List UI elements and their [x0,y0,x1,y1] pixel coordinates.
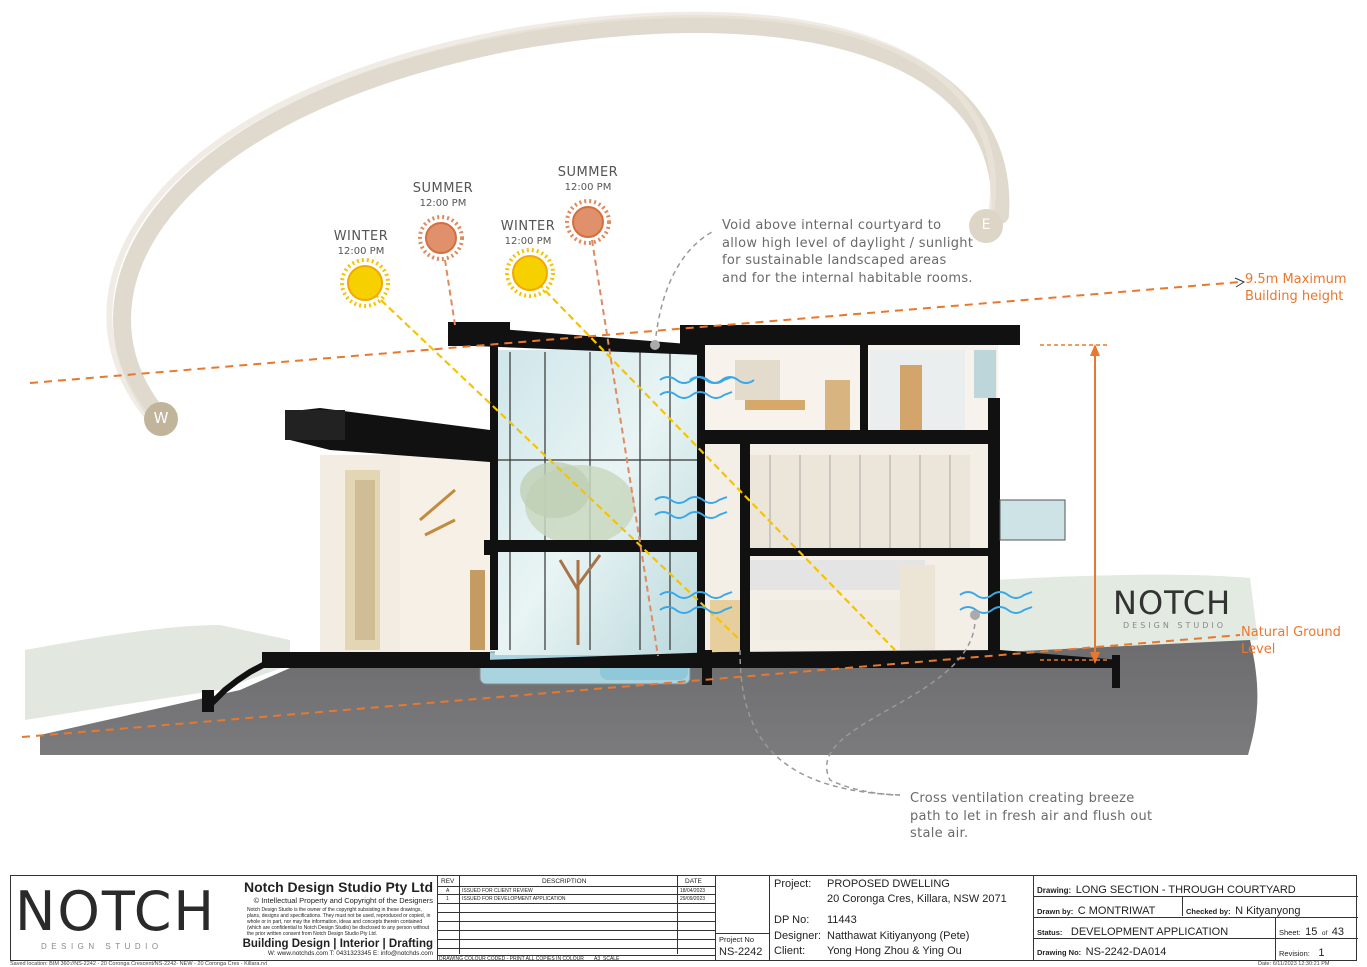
revision-field: Revision: 1 [1279,947,1325,959]
void-note: Void above internal courtyard to allow h… [722,218,974,286]
paper-size: A3 [594,956,601,962]
client-label: Client: [774,945,806,957]
drawn-by: C MONTRIWAT [1077,905,1156,917]
designer-label: Designer: [774,930,822,942]
colour-note: DRAWING COLOUR CODED - PRINT ALL COPIES … [439,956,584,962]
checked-by: N Kityanyong [1235,905,1301,917]
sun-icon-summer-right [565,199,611,245]
status-value: DEVELOPMENT APPLICATION [1070,926,1229,938]
logo-brand: NOTCH [15,880,217,943]
compass-west-disc [144,402,178,436]
copyright: © Intellectual Property and Copyright of… [253,896,433,905]
designer-name: Natthawat Kitiyanyong (Pete) [827,930,970,942]
max-height-line [29,281,1241,384]
drawing-title: LONG SECTION - THROUGH COURTYARD [1075,884,1296,896]
ground-level-line [21,634,1241,738]
sun-label-time: 12:00 PM [564,182,612,193]
drawing-number: NS-2242-DA014 [1085,946,1167,958]
sheet-total: 43 [1331,926,1344,938]
sun-label-season: SUMMER [557,165,619,180]
drawn-by-field: Drawn by: C MONTRIWAT [1037,905,1156,917]
breeze-arrows [654,376,1033,614]
compass-east-label: E [981,217,991,233]
disclaimer: Notch Design Studio is the owner of the … [247,907,431,937]
sun-label-time: 12:00 PM [419,198,467,209]
date-header: DATE [685,878,702,885]
ventilation-note: Cross ventilation creating breeze path t… [910,791,1153,841]
sun-icon-winter-right [505,248,555,298]
watermark-sub: DESIGN STUDIO [1123,621,1227,630]
revision-table: REV DESCRIPTION DATE A ISSUED FOR CLIENT… [437,876,715,962]
section-drawing [21,11,1258,796]
dp-number: 11443 [827,914,857,926]
compass-east-disc [969,209,1003,243]
sun-label-time: 12:00 PM [337,246,385,257]
section-diagram: W E WINTER 12:00 PM SUMMER 12:00 PM WINT… [21,11,1347,841]
revision-date: 18/04/2023 [680,888,706,894]
revision-description: ISSUED FOR CLIENT REVIEW [462,888,533,894]
description-header: DESCRIPTION [542,878,587,885]
dp-label: DP No: [774,914,810,926]
client-name: Yong Hong Zhou & Ying Ou [827,945,962,957]
project-address: 20 Coronga Cres, Killara, NSW 2071 [827,893,1007,905]
max-height-label: 9.5m Maximum Building height [1245,272,1347,304]
sun-label-season: SUMMER [412,181,474,196]
revision-rev: A [446,888,450,894]
sun-path-arc [113,15,1010,427]
sun-label-time: 12:00 PM [504,236,552,247]
revision-description: ISSUED FOR DEVELOPMENT APPLICATION [462,896,566,902]
saved-location: Saved location: BIM 360://NS-2242 - 20 C… [10,961,268,967]
watermark-brand: NOTCH [1113,584,1232,622]
landscape-right [995,574,1258,652]
landscape-left [25,625,290,720]
print-date: Date: 6/11/2023 12:30:21 PM [1258,961,1330,967]
sheet-number: 15 [1305,926,1318,938]
project-name: PROPOSED DWELLING [827,878,950,890]
ground-level-label: Natural Ground Level [1241,625,1341,657]
ground [40,640,1258,755]
compass-west-label: W [153,409,169,427]
project-no: NS-2242 [719,946,763,958]
sun-icon-summer-left [418,215,464,261]
logo: NOTCH DESIGN STUDIO [15,880,217,956]
status-field: Status: DEVELOPMENT APPLICATION [1037,926,1229,938]
rev-header: REV [441,878,455,885]
project-label: Project: [774,878,812,890]
contact: W: www.notchds.com T: 0431323345 E: info… [267,950,433,957]
sun-icon-winter-left [340,258,390,308]
checked-by-field: Checked by: N Kityanyong [1186,905,1301,917]
company-info: Notch Design Studio Pty Ltd © Intellectu… [207,879,433,959]
services: Building Design | Interior | Drafting [242,938,433,950]
drawing-field: Drawing: LONG SECTION - THROUGH COURTYAR… [1037,884,1296,896]
title-block: NOTCH DESIGN STUDIO Notch Design Studio … [10,875,1358,962]
logo-sub: DESIGN STUDIO [41,942,163,951]
drawing-number-field: Drawing No: NS-2242-DA014 [1037,946,1167,958]
scale-label: SCALE [603,956,620,962]
revision-number: 1 [1318,947,1325,959]
sun-label-season: WINTER [333,229,389,244]
revision-rev: 1 [446,896,449,902]
project-no-label: Project No [719,935,755,944]
company-name: Notch Design Studio Pty Ltd [244,879,433,895]
sheet-field: Sheet: 15 of 43 [1279,926,1344,938]
sun-label-season: WINTER [500,219,556,234]
revision-date: 29/09/2023 [680,896,706,902]
